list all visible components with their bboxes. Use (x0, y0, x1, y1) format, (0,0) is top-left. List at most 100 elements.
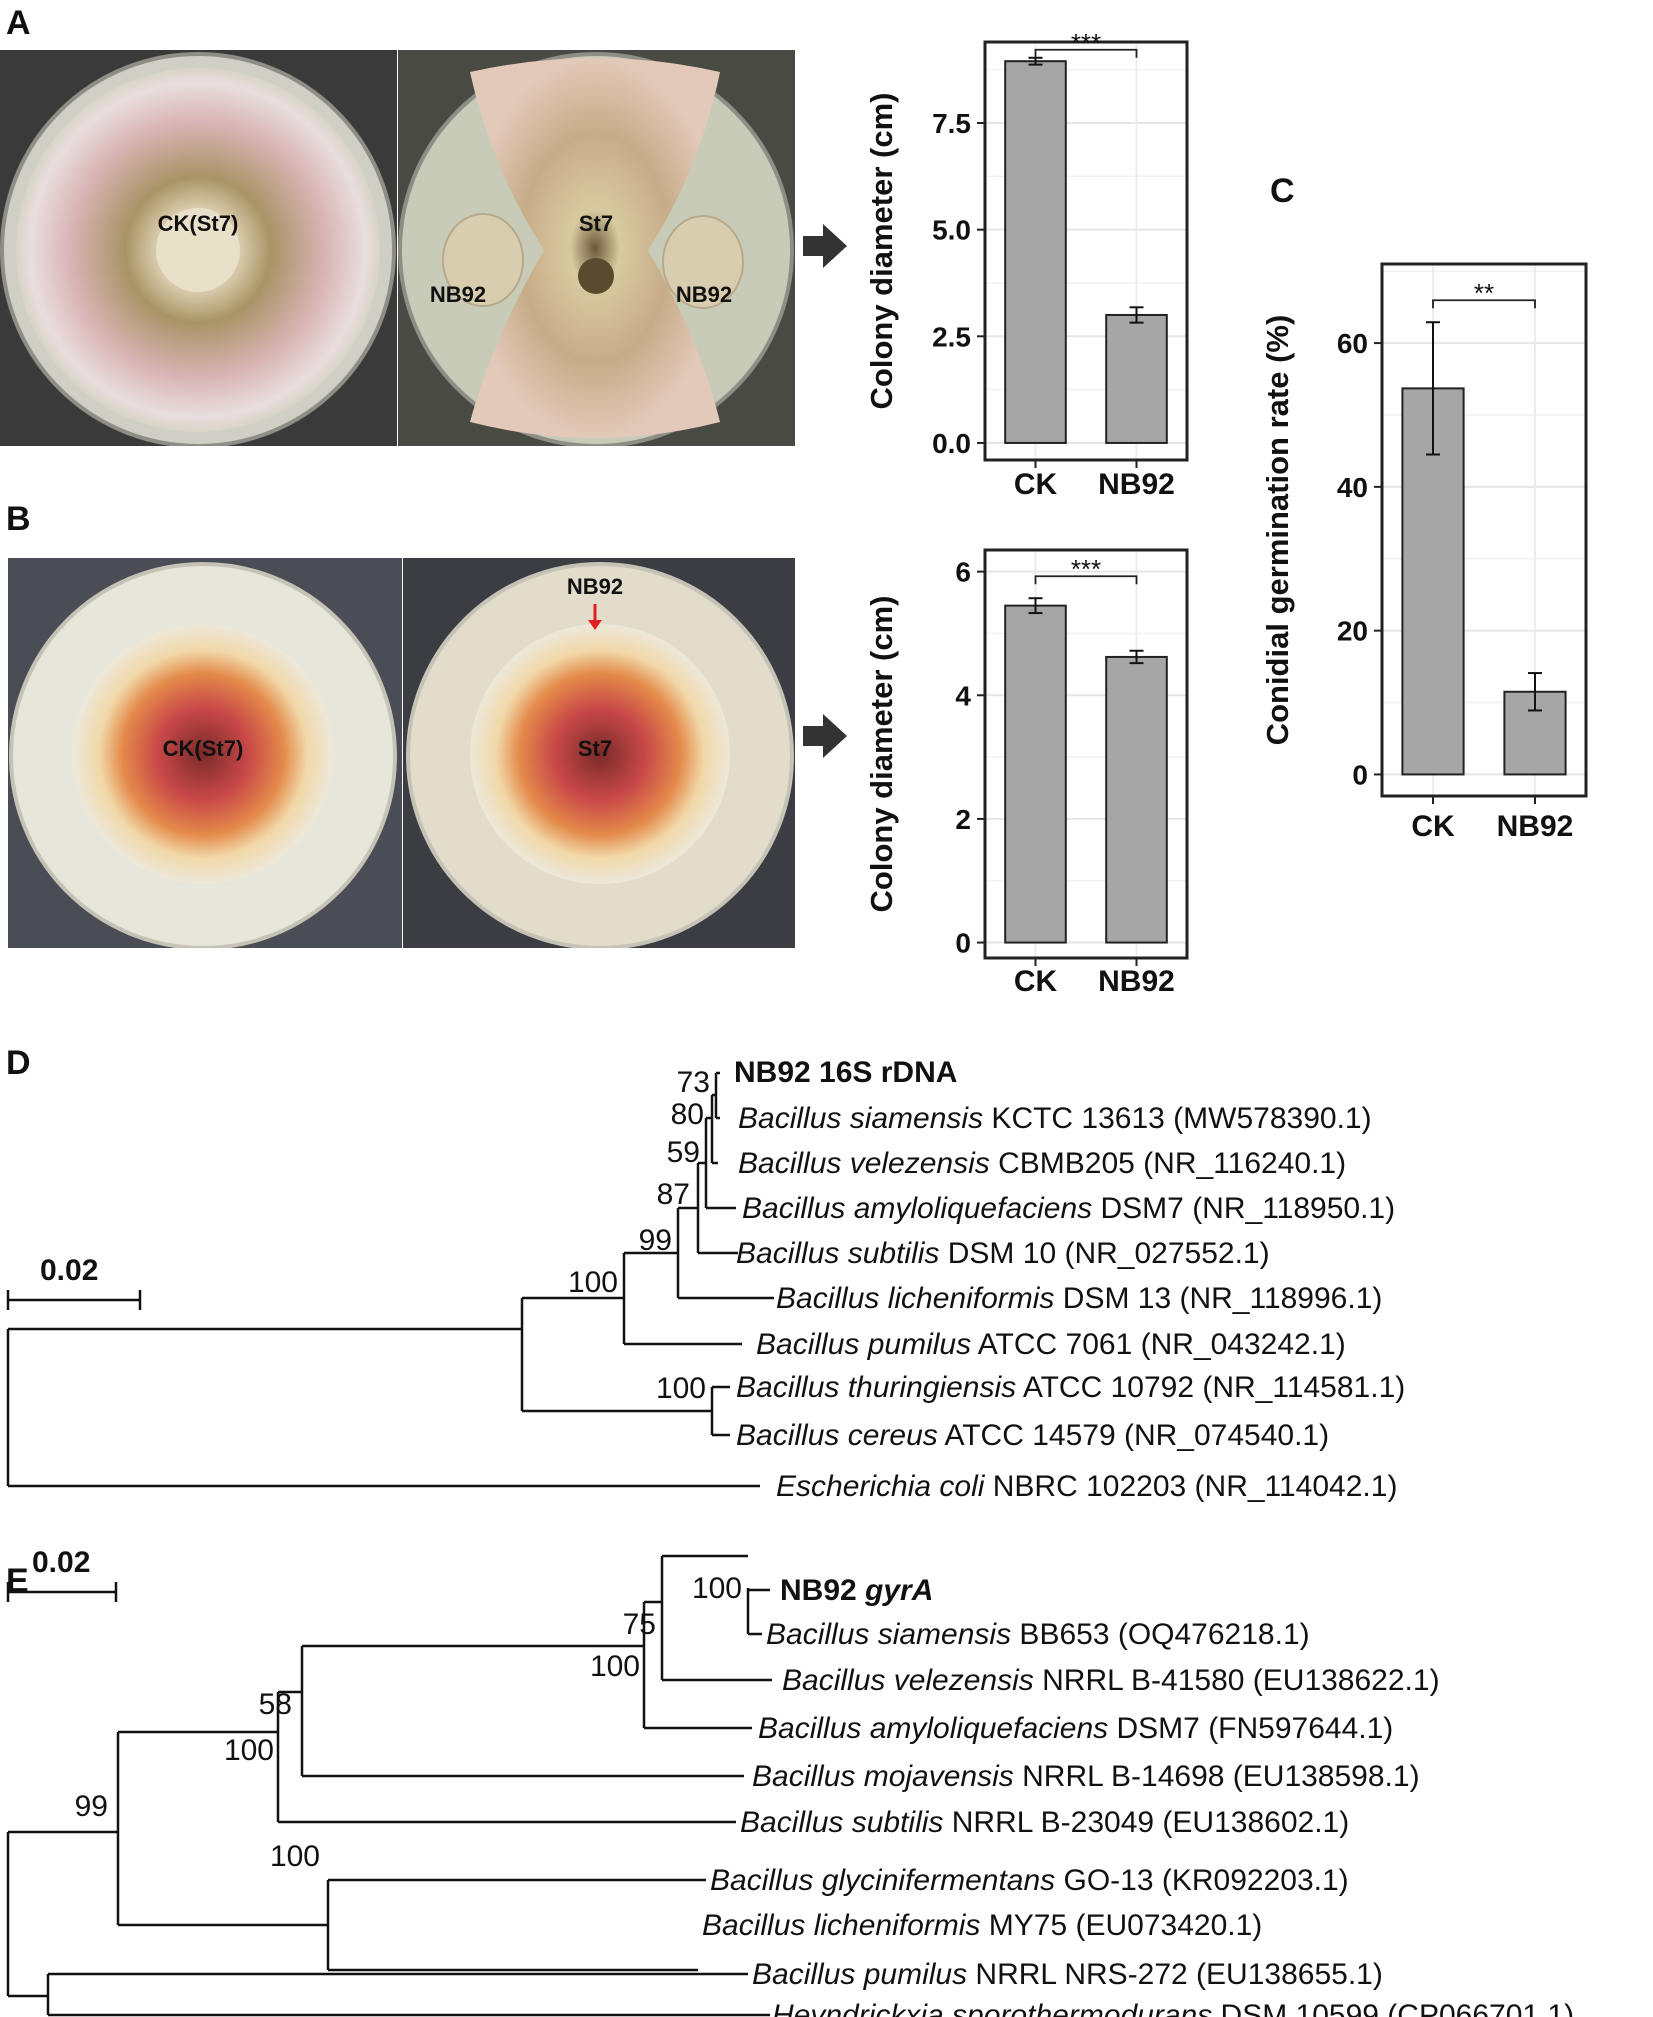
chart-c-xtick-label-nb92: NB92 (1497, 810, 1574, 843)
chart-c-xtick-label-ck: CK (1411, 810, 1455, 843)
tree-e-query-label: NB92 gyrA (780, 1574, 933, 1607)
tree-d-bootstrap-value: 100 (656, 1372, 706, 1405)
chart-b-bar-nb92 (1105, 655, 1168, 944)
tree-e-bootstrap-value: 99 (75, 1790, 108, 1823)
tree-d-bootstrap-value: 100 (568, 1266, 618, 1299)
tree-d-taxon-genus: Bacillus thuringiensis (736, 1371, 1016, 1404)
petri-dish-photo-a: CK(St7) St7 NB92 NB92 (0, 50, 795, 446)
tree-e-taxon-strain: GO-13 (KR092203.1) (1055, 1864, 1348, 1897)
tree-d-taxon-genus: Bacillus licheniformis (776, 1282, 1054, 1315)
tree-d-taxon-genus: Bacillus siamensis (738, 1102, 983, 1135)
tree-e-taxon-label: Bacillus siamensis BB653 (OQ476218.1) (766, 1618, 1310, 1651)
tree-d-taxon-strain: DSM 10 (NR_027552.1) (939, 1237, 1269, 1270)
tree-e-taxon-label: Heyndrickxia sporothermodurans DSM 10599… (772, 1999, 1574, 2017)
tree-e-taxon-genus: Bacillus velezensis (782, 1664, 1034, 1697)
chart-a-ytick-label: 5.0 (932, 215, 971, 246)
tree-e-bootstrap-value: 100 (224, 1734, 274, 1767)
photo-a-label-nb92-right: NB92 (676, 282, 732, 307)
chart-c-significance-stars: ** (1474, 278, 1494, 308)
tree-d-taxon-genus: Bacillus amyloliquefaciens (742, 1192, 1092, 1225)
chart-a-significance-stars: *** (1071, 28, 1101, 58)
tree-e-taxon-label: Bacillus pumilus NRRL NRS-272 (EU138655.… (752, 1958, 1383, 1991)
tree-d-taxon-strain: NBRC 102203 (NR_114042.1) (984, 1470, 1397, 1503)
chart-a-xtick-label-ck: CK (1014, 468, 1058, 501)
tree-e-taxon-strain: NRRL B-41580 (EU138622.1) (1034, 1664, 1440, 1697)
chart-b-ytick-label: 2 (955, 804, 971, 835)
chart-b-significance-stars: *** (1071, 554, 1101, 584)
chart-a-ytick-label: 2.5 (932, 321, 971, 352)
photo-b-red-arrowhead (588, 620, 602, 630)
chart-b-ylabel: Colony diameter (cm) (864, 596, 899, 913)
tree-e-bootstrap-value: 100 (692, 1572, 742, 1605)
tree-d-taxon-strain: DSM 13 (NR_118996.1) (1054, 1282, 1382, 1315)
panel-label-d: D (6, 1044, 31, 1082)
tree-e-taxon-genus: Bacillus amyloliquefaciens (758, 1712, 1108, 1745)
photo-a-label-ck: CK(St7) (158, 211, 239, 236)
tree-e-taxon-strain: BB653 (OQ476218.1) (1011, 1618, 1310, 1651)
chart-b-xtick-label-nb92: NB92 (1098, 965, 1175, 998)
tree-d-taxon-strain: ATCC 14579 (NR_074540.1) (938, 1419, 1329, 1452)
petri-dish-photo-b: CK(St7) St7 NB92 (8, 558, 795, 948)
panel-label-a: A (6, 4, 31, 42)
panel-label-b: B (6, 500, 31, 538)
chart-c-frame (1380, 262, 1588, 798)
tree-d-taxon-genus: Bacillus cereus (736, 1419, 938, 1452)
tree-e-bootstrap-value: 100 (270, 1840, 320, 1873)
tree-d-taxon-strain: DSM7 (NR_118950.1) (1092, 1192, 1395, 1225)
chart-b-ytick-label: 0 (955, 928, 971, 959)
chart-c-bar-ck (1401, 387, 1465, 776)
tree-d-taxon-strain: ATCC 7061 (NR_043242.1) (971, 1328, 1346, 1361)
tree-e-taxon-strain: NRRL B-23049 (EU138602.1) (943, 1806, 1349, 1839)
tree-e-scale-label: 0.02 (32, 1546, 90, 1579)
right-arrow-icon-a (803, 224, 847, 268)
tree-d-taxon-label: Bacillus pumilus ATCC 7061 (NR_043242.1) (756, 1328, 1346, 1361)
chart-b-significance-bracket (1034, 575, 1138, 585)
tree-d-taxon-strain: KCTC 13613 (MW578390.1) (983, 1102, 1372, 1135)
tree-e-taxon-genus: Bacillus pumilus (752, 1958, 967, 1991)
tree-d-bootstrap-value: 59 (667, 1136, 700, 1169)
chart-a-ylabel: Colony diameter (cm) (864, 93, 899, 410)
chart-b-ytick-label: 6 (955, 557, 971, 588)
chart-a-ytick-label: 7.5 (932, 108, 971, 139)
chart-a-bar-ck (1004, 60, 1067, 444)
chart-a-frame (983, 40, 1189, 462)
right-arrow-icon-b (803, 714, 847, 758)
photo-b-label-st7: St7 (578, 736, 612, 761)
tree-e-taxon-strain: NRRL NRS-272 (EU138655.1) (967, 1958, 1383, 1991)
tree-d-taxon-label: Bacillus cereus ATCC 14579 (NR_074540.1) (736, 1419, 1329, 1452)
tree-d-query-label: NB92 16S rDNA (734, 1056, 957, 1089)
tree-d-taxon-genus: Escherichia coli (776, 1470, 986, 1503)
chart-b-xtick-label-ck: CK (1014, 965, 1058, 998)
tree-d-bootstrap-value: 87 (657, 1178, 690, 1211)
photo-b-label-ck: CK(St7) (163, 736, 244, 761)
chart-a-bar-nb92 (1105, 313, 1168, 444)
tree-d-bootstrap-value: 80 (671, 1098, 704, 1131)
chart-a-significance-bracket (1034, 48, 1138, 58)
tree-e-taxon-label: Bacillus glycinifermentans GO-13 (KR0922… (710, 1864, 1349, 1897)
tree-e-taxon-label: Bacillus licheniformis MY75 (EU073420.1) (702, 1909, 1262, 1942)
tree-d-taxon-label: Bacillus siamensis KCTC 13613 (MW578390.… (738, 1102, 1372, 1135)
chart-b-bar-ck (1004, 604, 1067, 944)
tree-d-taxon-label: Escherichia coli NBRC 102203 (NR_114042.… (776, 1470, 1397, 1503)
chart-c-ylabel: Conidial germination rate (%) (1260, 315, 1295, 746)
tree-d-bootstrap-value: 73 (677, 1066, 710, 1099)
tree-d-taxon-genus: Bacillus velezensis (738, 1147, 990, 1180)
tree-e-bootstrap-value: 75 (623, 1608, 656, 1641)
tree-e-taxon-genus: Bacillus siamensis (766, 1618, 1011, 1651)
photo-a-label-st7: St7 (579, 211, 613, 236)
tree-e-taxon-strain: MY75 (EU073420.1) (980, 1909, 1262, 1942)
panel-label-e: E (6, 1562, 29, 1600)
chart-c-bar-nb92 (1503, 690, 1567, 776)
tree-e-taxon-label: Bacillus velezensis NRRL B-41580 (EU1386… (782, 1664, 1440, 1697)
tree-d-taxon-label: Bacillus subtilis DSM 10 (NR_027552.1) (736, 1237, 1270, 1270)
tree-e-taxon-label: Bacillus amyloliquefaciens DSM7 (FN59764… (758, 1712, 1393, 1745)
tree-e-query-gene: gyrA (864, 1574, 933, 1607)
chart-a-ytick-label: 0.0 (932, 428, 971, 459)
tree-d-taxon-label: Bacillus amyloliquefaciens DSM7 (NR_1189… (742, 1192, 1395, 1225)
tree-e-taxon-strain: DSM7 (FN597644.1) (1108, 1712, 1393, 1745)
tree-e-taxon-genus: Bacillus mojavensis (752, 1760, 1014, 1793)
photo-b-label-nb92: NB92 (567, 574, 623, 599)
chart-a-xtick-label-nb92: NB92 (1098, 468, 1175, 501)
tree-d-taxon-strain: ATCC 10792 (NR_114581.1) (1016, 1371, 1405, 1404)
tree-d-taxon-label: Bacillus velezensis CBMB205 (NR_116240.1… (738, 1147, 1346, 1180)
